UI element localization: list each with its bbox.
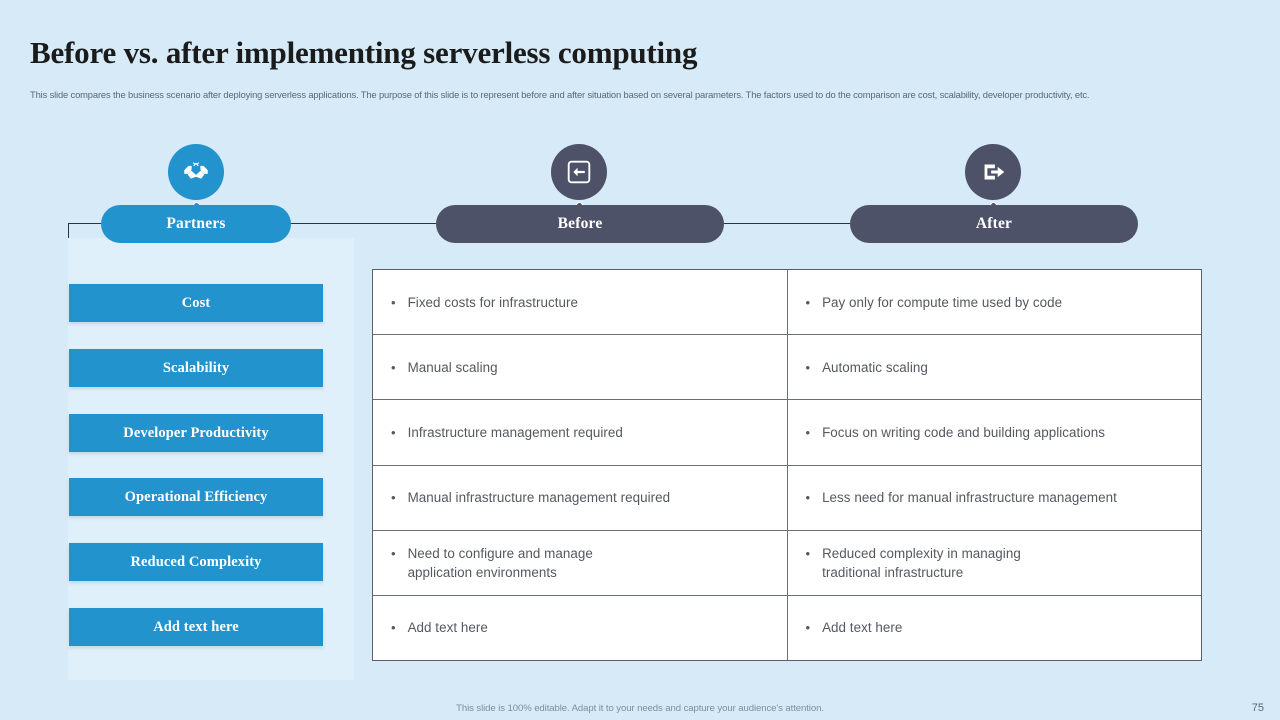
cell-text: Focus on writing code and building appli… <box>822 424 1106 440</box>
cell-text: Infrastructure management required <box>407 424 623 440</box>
table-cell-before[interactable]: • Manual infrastructure management requi… <box>373 465 788 530</box>
arrow-left-box-icon <box>567 160 591 184</box>
bullet-icon: • <box>805 294 811 310</box>
parameter-label: Cost <box>181 294 211 311</box>
table-cell-after[interactable]: • Reduced complexity in managing traditi… <box>788 531 1202 595</box>
bullet-icon: • <box>391 359 396 375</box>
bullet-icon: • <box>391 620 396 636</box>
before-icon-circle <box>551 144 607 200</box>
after-icon-circle <box>965 144 1021 200</box>
bullet-icon: • <box>391 490 396 506</box>
cell-text: Add text here <box>822 620 903 636</box>
header-pill-after-label: After <box>975 215 1013 232</box>
bullet-icon: • <box>805 359 811 375</box>
page-number: 75 <box>1251 702 1264 714</box>
table-row: • Manual scaling • Automatic scaling <box>373 335 1202 401</box>
table-cell-after[interactable]: • Less need for manual infrastructure ma… <box>788 466 1202 530</box>
parameter-bar-operational-efficiency[interactable]: Operational Efficiency <box>69 478 323 516</box>
cell-text: Less need for manual infrastructure mana… <box>822 490 1117 506</box>
bullet-icon: • <box>805 620 811 636</box>
page-subtitle: This slide compares the business scenari… <box>30 89 1090 100</box>
table-cell-before[interactable]: • Infrastructure management required <box>373 400 788 465</box>
table-row: • Need to configure and manage applicati… <box>373 530 1202 596</box>
bullet-icon: • <box>805 424 811 440</box>
cell-text: Reduced complexity in managing tradition… <box>822 545 1021 580</box>
bullet-icon: • <box>805 545 811 561</box>
parameter-label: Scalability <box>162 359 230 376</box>
parameter-bar-cost[interactable]: Cost <box>69 284 323 322</box>
header-pill-after[interactable]: After <box>850 205 1138 243</box>
table-cell-before[interactable]: • Need to configure and manage applicati… <box>373 530 788 595</box>
partners-icon-circle <box>168 144 224 200</box>
parameter-bar-scalability[interactable]: Scalability <box>69 349 323 387</box>
header-pill-before[interactable]: Before <box>436 205 724 243</box>
header-pill-partners[interactable]: Partners <box>101 205 291 243</box>
table-cell-before[interactable]: • Add text here <box>373 595 788 661</box>
header-pill-before-label: Before <box>557 215 603 232</box>
table-row: • Fixed costs for infrastructure • Pay o… <box>373 270 1202 336</box>
table-cell-before[interactable]: • Manual scaling <box>373 335 788 400</box>
table-cell-after[interactable]: • Pay only for compute time used by code <box>788 270 1202 334</box>
header-pill-partners-label: Partners <box>166 215 226 232</box>
bullet-icon: • <box>805 490 811 506</box>
exit-arrow-icon <box>984 164 1005 180</box>
parameter-bar-developer-productivity[interactable]: Developer Productivity <box>69 414 323 452</box>
parameter-label: Add text here <box>153 618 239 635</box>
table-cell-after[interactable]: • Focus on writing code and building app… <box>788 400 1202 464</box>
parameter-bar-reduced-complexity[interactable]: Reduced Complexity <box>69 543 323 581</box>
table-row: • Manual infrastructure management requi… <box>373 465 1202 531</box>
footer-note: This slide is 100% editable. Adapt it to… <box>456 703 824 714</box>
page-title: Before vs. after implementing serverless… <box>30 35 698 70</box>
table-cell-after[interactable]: • Automatic scaling <box>788 335 1202 399</box>
table-cell-before[interactable]: • Fixed costs for infrastructure <box>373 270 788 335</box>
parameter-label: Operational Efficiency <box>124 488 268 505</box>
cell-text: Manual scaling <box>407 359 498 375</box>
table-row: • Infrastructure management required • F… <box>373 400 1202 466</box>
comparison-table: • Fixed costs for infrastructure • Pay o… <box>372 269 1202 661</box>
parameter-bar-add-text-here[interactable]: Add text here <box>69 608 323 646</box>
cell-text: Add text here <box>407 620 488 636</box>
parameter-label: Developer Productivity <box>123 424 269 441</box>
parameter-label: Reduced Complexity <box>130 553 262 570</box>
table-cell-after[interactable]: • Add text here <box>788 596 1202 660</box>
cell-text: Pay only for compute time used by code <box>822 294 1063 310</box>
bullet-icon: • <box>391 545 396 561</box>
table-row: • Add text here • Add text here <box>373 595 1202 661</box>
cell-text: Automatic scaling <box>822 359 928 375</box>
cell-text: Fixed costs for infrastructure <box>407 294 578 310</box>
bullet-icon: • <box>391 294 396 310</box>
cell-text: Need to configure and manage application… <box>407 545 593 580</box>
bullet-icon: • <box>391 424 396 440</box>
cell-text: Manual infrastructure management require… <box>407 490 671 506</box>
handshake-icon <box>184 162 208 179</box>
